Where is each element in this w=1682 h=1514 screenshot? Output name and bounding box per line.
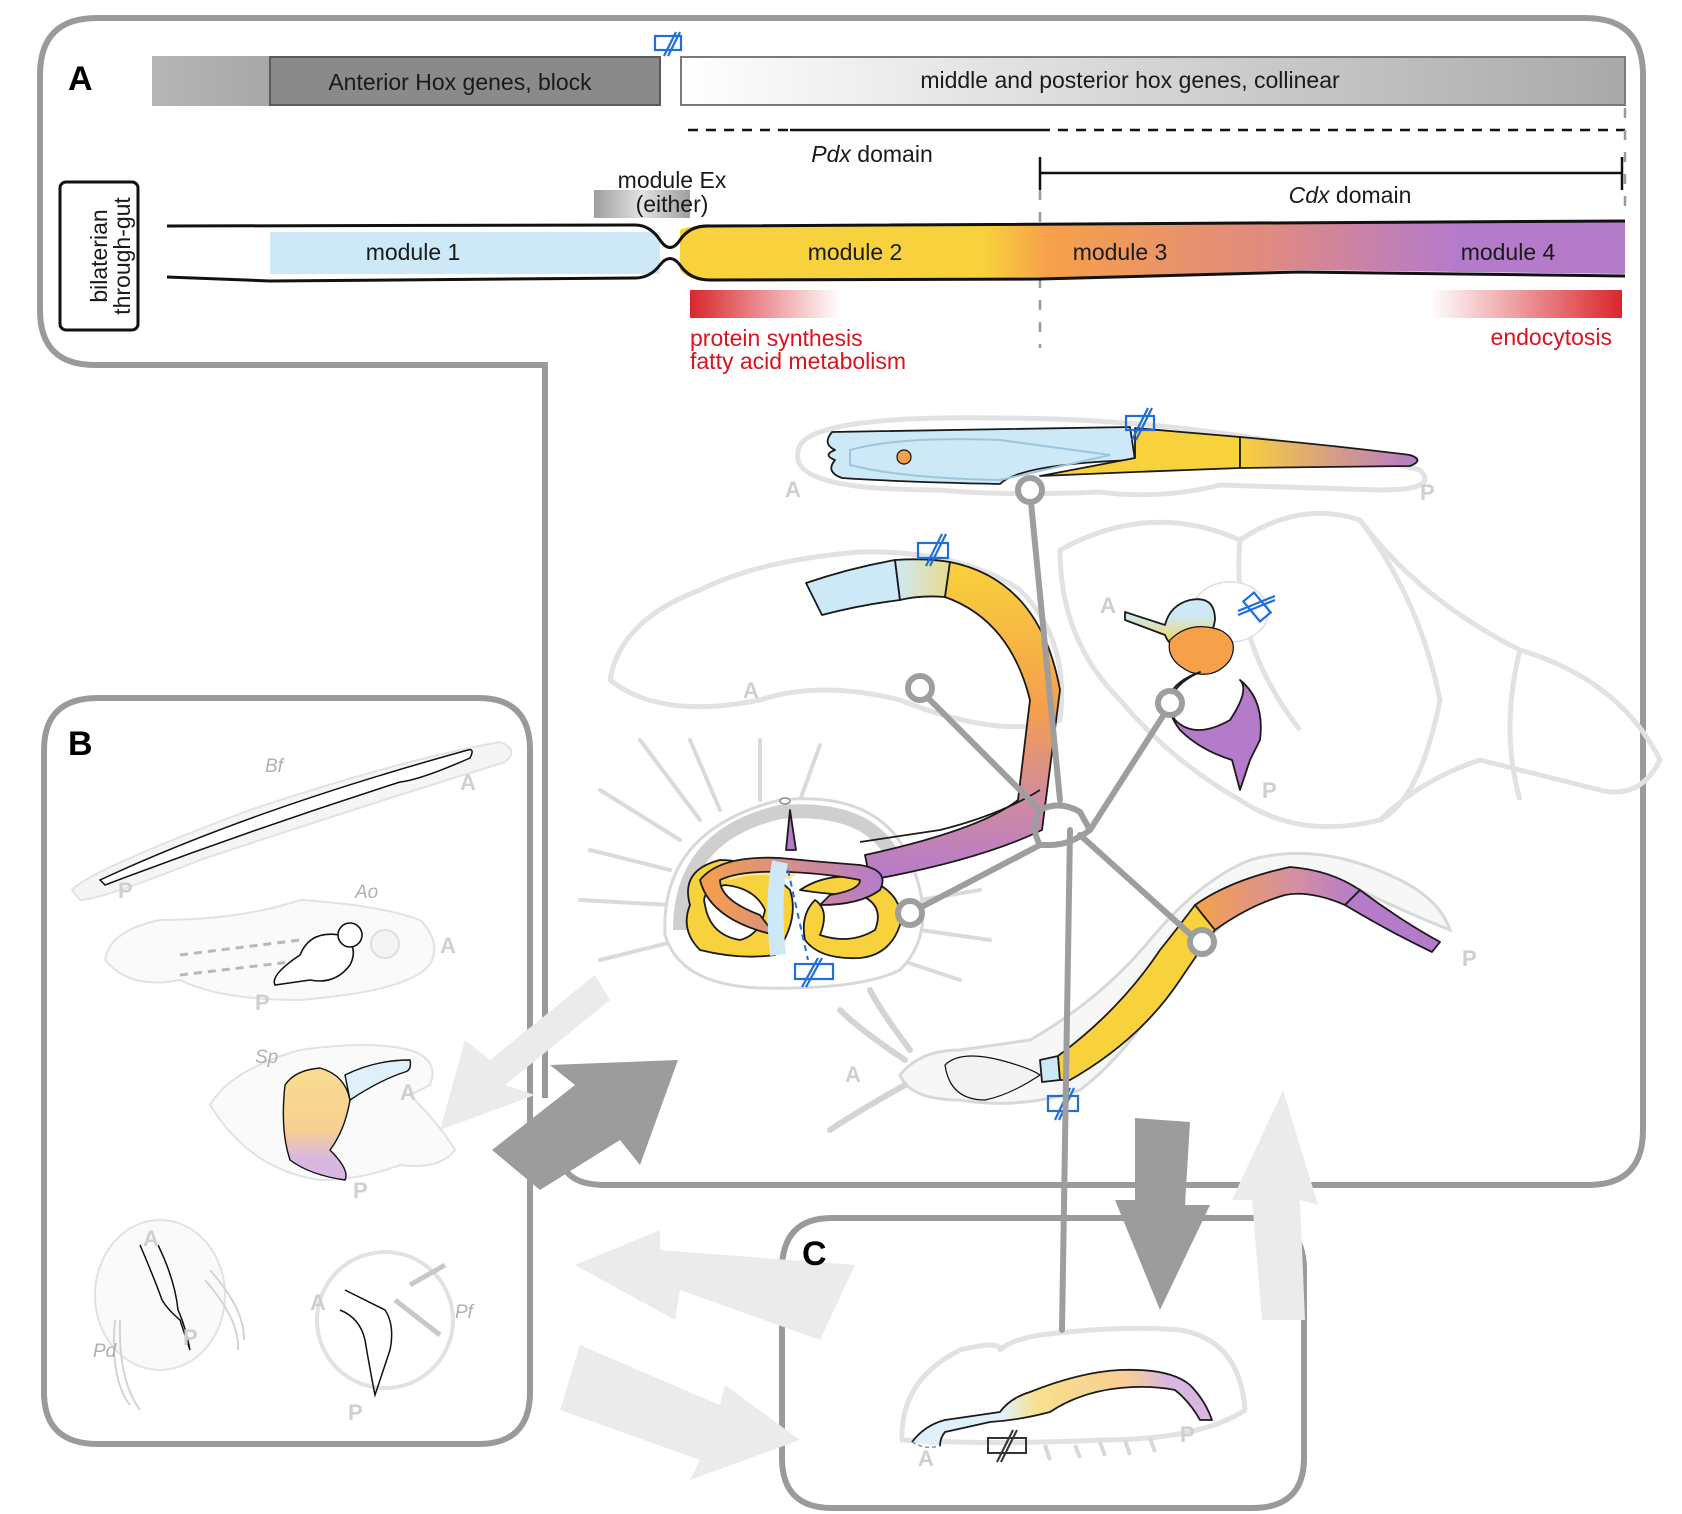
anterior-hox-block [269, 56, 661, 106]
insect-body-outline [1057, 510, 1663, 830]
svg-text:P: P [118, 878, 133, 903]
function-protein-synthesis: protein synthesis [690, 325, 863, 351]
orientation-a: A [918, 1446, 934, 1471]
urchin-spines [578, 738, 992, 982]
posterior-hox-label: middle and posterior hox genes, collinea… [920, 67, 1340, 93]
svg-text:module Ex: module Ex [618, 167, 727, 193]
node-insect [1155, 688, 1185, 718]
panel-a-frame [37, 15, 1646, 1188]
cluster-break-icon [916, 533, 950, 567]
svg-text:P: P [183, 1325, 198, 1350]
panel-c-larva-outline [899, 1325, 1248, 1445]
endocytosis-gradient [1430, 290, 1622, 318]
svg-text:P: P [353, 1178, 368, 1203]
cluster-break-icon [653, 31, 683, 57]
posterior-hox-block [680, 56, 1626, 106]
node-annelid [1187, 927, 1217, 957]
specimen-pd: Pd A P [93, 1219, 246, 1411]
bilaterian-through-gut-label: bilaterian through-gut [58, 180, 140, 332]
cluster-break-icon [793, 957, 835, 988]
arrow-a-to-b-light [440, 975, 610, 1130]
svg-text:A: A [310, 1290, 326, 1315]
orientation-a: A [785, 477, 801, 502]
anterior-hox-label: Anterior Hox genes, block [328, 69, 592, 95]
node-urchin [895, 898, 925, 928]
svg-text:P: P [255, 990, 270, 1015]
annelid-head-tentacles [827, 987, 913, 1133]
arrow-b-to-c-light [560, 1345, 800, 1480]
insect-gut [1124, 581, 1269, 791]
node-chaetognath [1015, 475, 1045, 505]
node-tunicate [905, 673, 935, 703]
protein-synthesis-gradient [690, 290, 840, 318]
panel-c-gut [911, 1368, 1213, 1461]
module-4-label: module 4 [1461, 239, 1556, 265]
svg-text:Pf: Pf [455, 1302, 475, 1323]
svg-text:A: A [460, 770, 476, 795]
svg-text:P: P [348, 1400, 363, 1425]
orange-dot [896, 449, 912, 465]
module-3-label: module 3 [1073, 239, 1168, 265]
orientation-p: P [1462, 946, 1477, 971]
orientation-a: A [845, 1062, 861, 1087]
pdx-domain: Pdx domain [688, 128, 1625, 167]
specimen-bf: Bf A P [70, 740, 513, 903]
orientation-p: P [1262, 778, 1277, 803]
tunicate-gut [805, 558, 1061, 881]
panel-a-letter: A [68, 60, 93, 98]
module-1-fill [270, 232, 660, 274]
through-gut-tube: module 1 module 2 module 3 module 4 [166, 219, 1626, 283]
panel-b-letter: B [68, 725, 93, 763]
module-ex: module Ex (either) [594, 167, 727, 218]
arrow-a-to-c-dark [1115, 1118, 1210, 1310]
cluster-break-icon [1237, 590, 1276, 624]
cluster-break-icon [1124, 407, 1156, 441]
svg-text:Ao: Ao [354, 882, 378, 903]
phylogeny-connector [895, 475, 1217, 1333]
svg-text:Bf: Bf [265, 756, 285, 777]
svg-text:(either): (either) [636, 191, 709, 217]
svg-text:A: A [440, 933, 456, 958]
annelid-gut [944, 866, 1441, 1101]
function-fatty-acid-metabolism: fatty acid metabolism [690, 348, 906, 374]
arrow-c-to-b-light [575, 1230, 855, 1340]
specimen-sp: Sp A P [208, 1044, 457, 1203]
svg-text:A: A [400, 1080, 416, 1105]
panel-c-frame [779, 1215, 1307, 1511]
arrow-b-to-a-dark [492, 1060, 678, 1190]
svg-text:A: A [143, 1226, 159, 1251]
larva-body-outline [607, 549, 1065, 730]
modules-2-4-fill [680, 220, 1625, 280]
orientation-a: A [1100, 593, 1116, 618]
svg-text:Pd: Pd [93, 1341, 118, 1362]
urchin-larva-gut [685, 789, 1041, 961]
cluster-break-icon [987, 1429, 1027, 1463]
hox-cluster-diagram: Anterior Hox genes, block middle and pos… [152, 31, 1626, 106]
orientation-a: A [743, 678, 759, 703]
specimen-ao: Ao A P [103, 882, 456, 1015]
svg-text:Sp: Sp [255, 1047, 278, 1068]
arrow-c-to-a-light [1232, 1090, 1318, 1320]
panel-b-frame [41, 695, 533, 1447]
module-1-label: module 1 [366, 239, 461, 265]
orientation-p: P [1180, 1422, 1195, 1447]
panel-c-letter: C [802, 1235, 827, 1273]
chaetognath-body-outline [795, 415, 1428, 498]
orientation-p: P [1420, 480, 1435, 505]
anterior-hox-fade-block [152, 56, 272, 106]
specimen-pf: Pf A P [310, 1250, 475, 1425]
svg-text:bilaterian: bilaterian [86, 209, 112, 302]
svg-text:through-gut: through-gut [109, 197, 135, 315]
chaetognath-gut [826, 426, 1419, 485]
cdx-domain-label: Cdx domain [1289, 182, 1412, 208]
module-2-label: module 2 [808, 239, 903, 265]
pdx-domain-label: Pdx domain [811, 141, 932, 167]
cdx-domain: Cdx domain [1038, 157, 1624, 208]
function-endocytosis: endocytosis [1491, 324, 1612, 350]
